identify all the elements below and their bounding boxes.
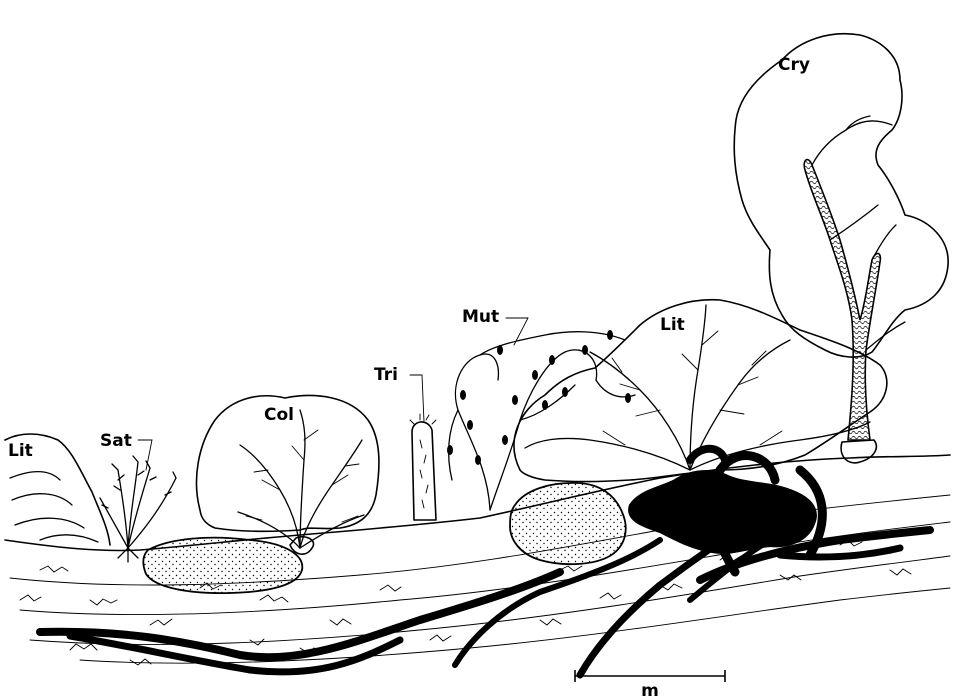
label-mut: Mut — [462, 307, 499, 327]
label-lit-right: Lit — [660, 315, 685, 335]
label-tri: Tri — [374, 365, 398, 385]
label-col: Col — [264, 405, 294, 425]
scale-bar-unit: m — [641, 681, 659, 699]
rock-middle — [510, 483, 626, 564]
label-lit-left: Lit — [8, 441, 33, 461]
label-sat: Sat — [100, 431, 132, 451]
label-leaders — [138, 318, 528, 470]
rock-left — [143, 538, 302, 593]
scale-bar: m — [575, 670, 725, 699]
label-cry: Cry — [778, 55, 810, 75]
tri-cactus — [410, 414, 436, 520]
cry-tree — [734, 34, 948, 463]
